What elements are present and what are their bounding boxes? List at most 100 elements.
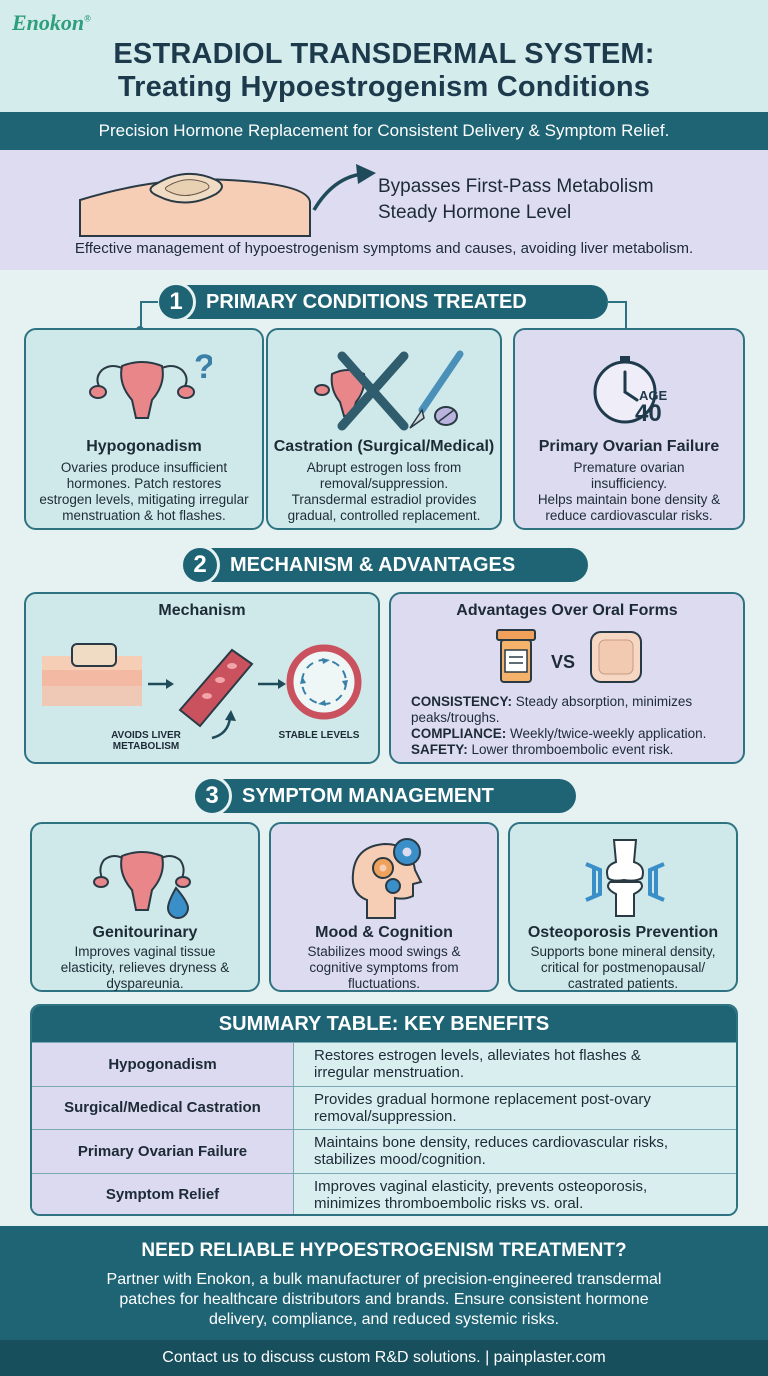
card-description: Stabilizes mood swings & cognitive sympt… — [277, 944, 491, 992]
patch-on-skin-icon — [79, 164, 376, 237]
page-title: ESTRADIOL TRANSDERMAL SYSTEM: Treating H… — [0, 38, 768, 104]
card-line: insufficiency. — [590, 476, 668, 491]
summary-table: SUMMARY TABLE: KEY BENEFITS Hypogonadism… — [30, 1004, 738, 1216]
card-line: Abrupt estrogen loss from — [306, 460, 462, 475]
card-line: castrated patients. — [567, 976, 679, 991]
cta-line: delivery, compliance, and reduced system… — [208, 1311, 560, 1328]
castration-x-scalpel-icon — [314, 350, 464, 431]
header: Enokon® ESTRADIOL TRANSDERMAL SYSTEM: Tr… — [0, 0, 768, 112]
clock-icon — [593, 356, 657, 424]
table-cell-benefit: Provides gradual hormone replacement pos… — [294, 1086, 736, 1129]
card-line: Transdermal estradiol provides — [291, 492, 477, 507]
card-line: Premature ovarian — [573, 460, 685, 475]
card-line: Supports bone mineral density, — [530, 944, 716, 959]
card-description: Premature ovarian insufficiency. Helps m… — [521, 460, 737, 524]
bone-joint-icon — [585, 839, 665, 917]
card-line: hormones. Patch restores — [66, 476, 222, 491]
call-to-action: NEED RELIABLE HYPOESTROGENISM TREATMENT?… — [0, 1226, 768, 1340]
section-1-number: 1 — [156, 282, 196, 322]
card-line: Helps maintain bone density & — [537, 492, 721, 507]
condition-card-castration: Castration (Surgical/Medical) Abrupt est… — [266, 328, 502, 530]
table-row: Primary Ovarian Failure Maintains bone d… — [32, 1129, 736, 1173]
card-title: Mood & Cognition — [315, 924, 453, 941]
benefit-line: Provides gradual hormone replacement pos… — [314, 1090, 651, 1108]
card-description: Supports bone mineral density, critical … — [516, 944, 730, 992]
uterus-drop-icon — [93, 851, 191, 919]
card-line: menstruation & hot flashes. — [62, 508, 226, 523]
table-cell-condition: Symptom Relief — [32, 1173, 294, 1214]
table-row: Surgical/Medical Castration Provides gra… — [32, 1085, 736, 1129]
card-title: Osteoporosis Prevention — [527, 924, 719, 941]
brand-logo[interactable]: Enokon® — [12, 10, 91, 36]
hero-benefit-bypass: Bypasses First-Pass Metabolism — [378, 176, 654, 197]
card-line: elasticity, relieves dryness & — [60, 960, 230, 975]
hero-banner: Bypasses First-Pass Metabolism Steady Ho… — [0, 150, 768, 270]
benefit-line: minimizes thromboembolic risks vs. oral. — [314, 1194, 584, 1212]
table-cell-condition: Primary Ovarian Failure — [32, 1130, 294, 1173]
card-line: Improves vaginal tissue — [74, 944, 216, 959]
section-3-title: SYMPTOM MANAGEMENT — [242, 785, 494, 807]
subtitle-bar: Precision Hormone Replacement for Consis… — [0, 112, 768, 150]
mechanism-title: Mechanism — [158, 602, 246, 619]
title-line-2: Treating Hypoestrogenism Conditions — [117, 71, 651, 103]
avoids-liver-label: AVOIDS LIVER METABOLISM — [106, 730, 186, 752]
card-line: estrogen levels, mitigating irregular — [39, 492, 249, 507]
card-line: reduce cardiovascular risks. — [545, 508, 713, 523]
benefit-line: irregular menstruation. — [314, 1064, 465, 1082]
section-1-title: PRIMARY CONDITIONS TREATED — [206, 291, 527, 313]
uterus-question-icon: ? — [89, 348, 212, 419]
footer-contact-link[interactable]: Contact us to discuss custom R&D solutio… — [0, 1340, 768, 1376]
table-cell-benefit: Restores estrogen levels, alleviates hot… — [294, 1043, 736, 1086]
card-description: Ovaries produce insufficient hormones. P… — [32, 460, 256, 524]
advantage-text: peaks/troughs. — [411, 710, 500, 725]
table-row: Hypogonadism Restores estrogen levels, a… — [32, 1042, 736, 1086]
card-line: dyspareunia. — [106, 976, 184, 991]
card-line: critical for postmenopausal/ — [540, 960, 706, 975]
card-description: Improves vaginal tissue elasticity, reli… — [38, 944, 252, 992]
mechanism-diagram-icon — [42, 643, 362, 740]
advantages-title: Advantages Over Oral Forms — [456, 602, 678, 619]
condition-card-primary-ovarian-failure: AGE 40 Primary Ovarian Failure Premature… — [513, 328, 745, 530]
benefit-line: Improves vaginal elasticity, prevents os… — [314, 1177, 648, 1195]
card-line: Stabilizes mood swings & — [307, 944, 461, 959]
card-description: Abrupt estrogen loss from removal/suppre… — [274, 460, 494, 524]
card-title: Castration (Surgical/Medical) — [273, 438, 495, 455]
benefit-line: Restores estrogen levels, alleviates hot… — [314, 1047, 641, 1065]
benefit-line: removal/suppression. — [314, 1107, 457, 1125]
connector-line — [140, 301, 142, 331]
vs-label: VS — [551, 652, 576, 672]
section-2-header: MECHANISM & ADVANTAGES — [196, 548, 588, 582]
label-line: METABOLISM — [112, 741, 180, 752]
table-cell-condition: Surgical/Medical Castration — [32, 1086, 294, 1129]
connector-line — [606, 301, 626, 303]
card-line: removal/suppression. — [319, 476, 449, 491]
advantage-compliance: COMPLIANCE: Weekly/twice-weekly applicat… — [411, 726, 733, 742]
connector-line — [140, 301, 158, 303]
head-gears-icon — [351, 838, 423, 919]
advantage-consistency: CONSISTENCY: Steady absorption, minimize… — [411, 694, 733, 710]
benefit-line: Maintains bone density, reduces cardiova… — [314, 1134, 669, 1152]
summary-table-title: SUMMARY TABLE: KEY BENEFITS — [32, 1006, 736, 1042]
section-3-number: 3 — [192, 776, 232, 816]
stable-levels-label: STABLE LEVELS — [278, 730, 360, 741]
benefit-line: stabilizes mood/cognition. — [314, 1151, 486, 1169]
table-row: Symptom Relief Improves vaginal elastici… — [32, 1172, 736, 1214]
mechanism-card: Mechanism AVOIDS LIVER METABOLISM — [24, 592, 380, 764]
connector-line — [625, 301, 627, 333]
label-line: AVOIDS LIVER — [111, 730, 181, 741]
advantage-key: COMPLIANCE: — [411, 726, 507, 741]
advantage-key: CONSISTENCY: — [411, 694, 513, 709]
advantage-text: Weekly/twice-weekly application. — [506, 726, 707, 741]
card-line: cognitive symptoms from — [309, 960, 459, 975]
symptom-card-genitourinary: Genitourinary Improves vaginal tissue el… — [30, 822, 260, 992]
symptom-card-osteoporosis: Osteoporosis Prevention Supports bone mi… — [508, 822, 738, 992]
section-3-header: SYMPTOM MANAGEMENT — [208, 779, 576, 813]
cta-description: Partner with Enokon, a bulk manufacturer… — [50, 1270, 718, 1330]
advantage-key: SAFETY: — [411, 742, 468, 757]
cta-line: Partner with Enokon, a bulk manufacturer… — [106, 1271, 662, 1288]
svg-text:?: ? — [194, 348, 212, 386]
hero-benefit-steady: Steady Hormone Level — [378, 202, 572, 223]
pill-bottle-vs-patch-icon — [496, 629, 642, 683]
card-line: Ovaries produce insufficient — [60, 460, 228, 475]
